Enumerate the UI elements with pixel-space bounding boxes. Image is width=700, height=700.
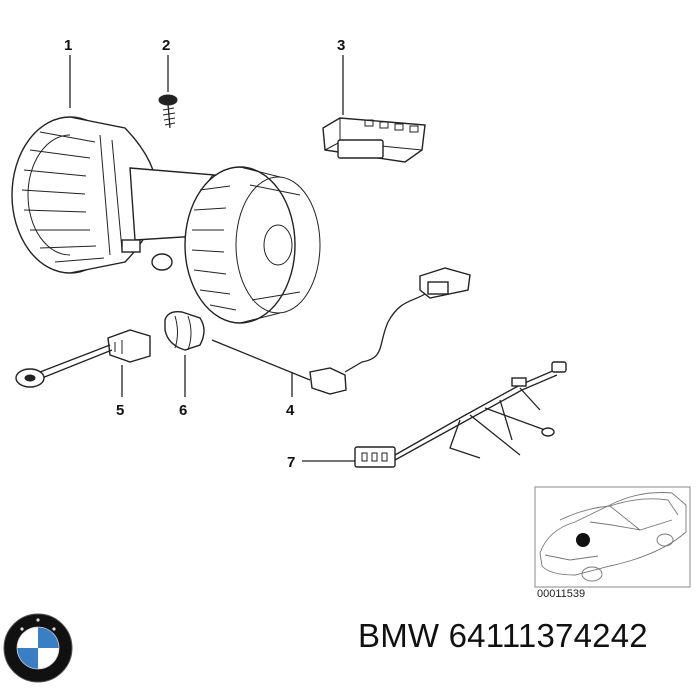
callout-5: 5: [116, 402, 124, 419]
callout-1: 1: [64, 37, 72, 54]
callout-4: 4: [286, 402, 295, 419]
grommet-part: [164, 310, 205, 351]
callout-2: 2: [162, 37, 170, 54]
wiring-harness-part: [354, 361, 567, 468]
brand-part-number: BMW 64111374242: [358, 617, 648, 654]
blower-resistor-part: [322, 117, 426, 163]
leader-lines: [69, 55, 355, 462]
bmw-roundel-logo: [3, 613, 73, 683]
sensor-ring-terminal-part: [15, 329, 151, 388]
callout-labels: 1 2 3 4 5 6 7: [64, 37, 345, 471]
callout-6: 6: [179, 402, 187, 419]
screw-part: [158, 94, 178, 129]
vehicle-location-inset: 00011539: [534, 486, 691, 600]
callout-7: 7: [287, 454, 295, 471]
temperature-sensor-part: [211, 267, 471, 395]
callout-3: 3: [337, 37, 345, 54]
inset-code: 00011539: [537, 588, 585, 600]
blower-motor-assembly: [11, 116, 321, 324]
